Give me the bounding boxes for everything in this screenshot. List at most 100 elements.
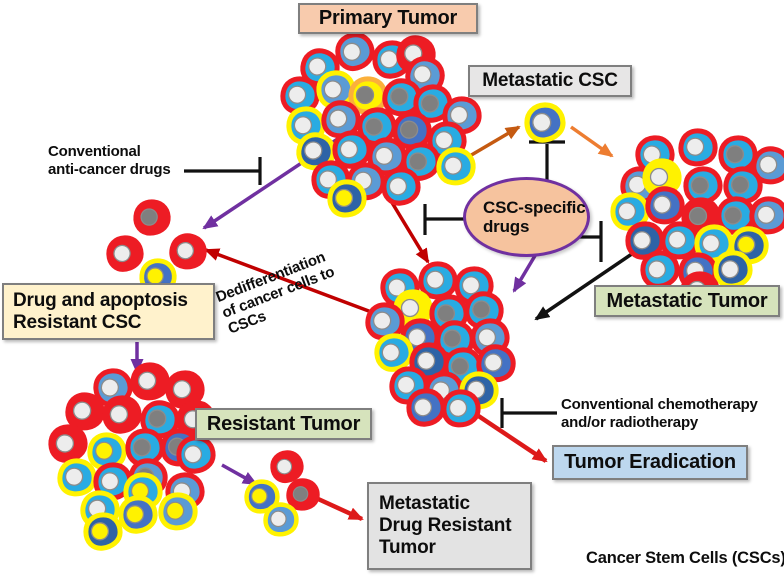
cell-nucleus (461, 276, 481, 295)
tumor-cell (610, 192, 650, 231)
tumor-cell (713, 250, 753, 289)
arrow-cscdrugs-to-relapse-tumor (512, 253, 538, 293)
cell-nucleus (688, 206, 708, 226)
cell-nucleus (381, 343, 401, 362)
arrow-metastatic-csc-to-metastatic-tumor (569, 125, 614, 158)
cell-nucleus (444, 156, 463, 175)
cell-nucleus (737, 235, 756, 254)
cell-nucleus (730, 175, 750, 194)
cell-nucleus (276, 458, 293, 475)
csc-drugs-text-line1: CSC-specific (483, 197, 586, 217)
tumor-cell (106, 235, 144, 272)
cell-nucleus (146, 267, 164, 285)
cell-nucleus (342, 42, 361, 61)
drug-resistant-csc-cluster (106, 199, 207, 295)
cell-nucleus (756, 205, 776, 224)
cell-nucleus (400, 298, 420, 318)
tumor-cell (286, 478, 320, 511)
cell-nucleus (308, 57, 327, 76)
metastatic-csc-cell (524, 102, 566, 143)
tumor-cell (87, 432, 127, 471)
cell-nucleus (443, 329, 462, 348)
tumor-cell (65, 392, 105, 431)
cell-nucleus (251, 487, 268, 505)
cell-nucleus (420, 94, 440, 113)
cell-nucleus (293, 116, 313, 135)
cell-nucleus (472, 300, 491, 319)
cell-nucleus (55, 434, 75, 453)
tumor-cell (441, 389, 481, 428)
relapse-tumor-cluster (365, 261, 516, 428)
cell-nucleus (449, 105, 469, 125)
cell-nucleus (64, 467, 84, 486)
cell-nucleus (355, 85, 375, 105)
cell-nucleus (172, 380, 192, 399)
inhibit-cscdrugs-metastatic-csc (529, 140, 565, 180)
arrow-resistant-tumor-to-metastatic-cells (221, 463, 258, 486)
tumor-cell (335, 32, 375, 72)
cell-nucleus (372, 311, 392, 330)
tumor-cell (365, 302, 405, 341)
inhibit-cscdrugs-left (423, 204, 466, 235)
cell-nucleus (334, 188, 354, 208)
cell-nucleus (113, 244, 131, 263)
primary-tumor-label: Primary Tumor (298, 3, 478, 34)
cell-nucleus (329, 109, 348, 128)
cell-nucleus (339, 140, 359, 159)
cell-nucleus (396, 375, 416, 394)
cell-nucleus (685, 137, 705, 156)
arrow-cells-to-mdr-tumor (315, 495, 364, 522)
metastatic-tumor-label: Metastatic Tumor (594, 285, 780, 317)
tumor-cell (93, 462, 133, 501)
cell-nucleus (723, 206, 743, 225)
tumor-cell (48, 424, 88, 463)
tumor-cell (406, 388, 446, 427)
cell-nucleus (72, 401, 92, 420)
resistant-tumor-cluster (48, 362, 216, 551)
resistant-tumor-text: Resistant Tumor (206, 412, 361, 435)
cancer-stem-cells-caption: Cancer Stem Cells (CSCs) (586, 549, 784, 567)
drug-apoptosis-resistant-csc-label: Drug and apoptosis Resistant CSC (2, 283, 215, 340)
cell-nucleus (176, 241, 195, 260)
cell-nucleus (390, 87, 409, 106)
tumor-cell (640, 250, 680, 289)
tumor-cell (93, 368, 133, 407)
cell-nucleus (408, 152, 428, 171)
cell-nucleus (318, 170, 338, 189)
cell-nucleus (137, 371, 157, 390)
cell-nucleus (413, 65, 432, 84)
tumor-cell (683, 166, 723, 205)
tumor-cell (118, 495, 158, 534)
tumor-cell (263, 502, 299, 537)
metastatic-drug-resistant-tumor-label: Metastatic Drug Resistant Tumor (367, 482, 532, 570)
primary-tumor-text: Primary Tumor (318, 7, 458, 29)
cell-nucleus (477, 328, 497, 347)
cell-nucleus (425, 270, 445, 289)
cell-nucleus (148, 409, 167, 428)
cell-nucleus (617, 202, 637, 221)
csc-specific-drugs-ellipse: CSC-specific drugs (463, 177, 590, 257)
tumor-cell (327, 179, 367, 218)
tumor-cell (374, 333, 414, 372)
tumor-cell (418, 261, 458, 300)
cell-nucleus (632, 231, 652, 250)
tumor-cell (176, 435, 216, 474)
metastatic-csc-text: Metastatic CSC (482, 70, 618, 92)
cell-nucleus (413, 398, 433, 417)
cell-nucleus (649, 167, 669, 187)
cell-nucleus (125, 505, 145, 524)
tumor-cell (140, 400, 180, 439)
tumor-cell (165, 370, 205, 409)
primary-tumor-cluster (280, 32, 482, 218)
cell-nucleus (94, 441, 114, 460)
cell-nucleus (450, 357, 470, 376)
cell-nucleus (165, 501, 185, 520)
cell-nucleus (701, 234, 721, 253)
mdr-text: Metastatic Drug Resistant Tumor (379, 493, 512, 558)
cell-nucleus (399, 120, 419, 139)
inhibit-chemo-radiotherapy (500, 398, 557, 428)
tumor-cell (296, 132, 336, 171)
cell-nucleus (690, 176, 710, 195)
